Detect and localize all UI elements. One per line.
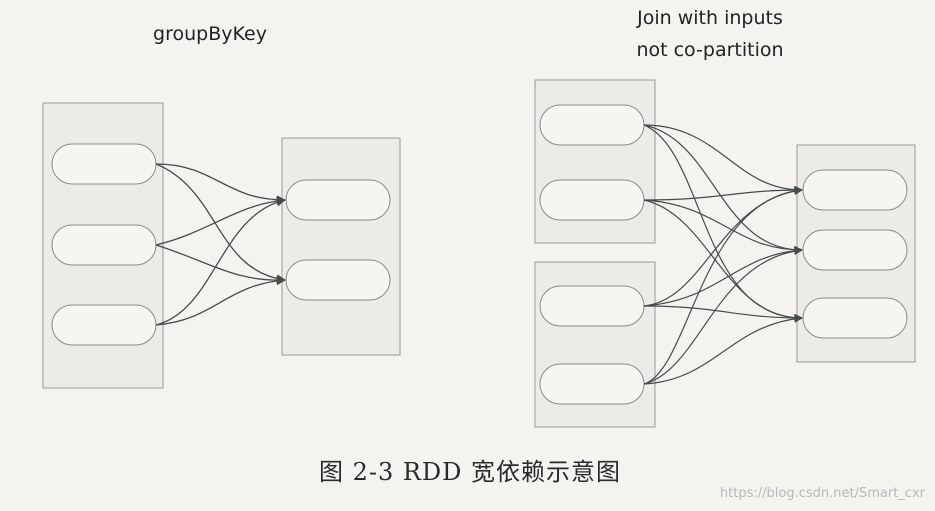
- figure-caption: 图 2-3 RDD 宽依赖示意图: [318, 458, 622, 486]
- join-parent-partition: [539, 363, 645, 405]
- join-diagram: [534, 79, 916, 428]
- groupbykey-edge: [155, 163, 286, 284]
- groupbykey-child-rdd: [281, 137, 401, 356]
- join-parent-partition: [539, 285, 645, 327]
- join-edge: [643, 246, 803, 385]
- join-edge: [643, 186, 803, 385]
- groupbykey-edge: [155, 276, 286, 326]
- watermark: https://blog.csdn.net/Smart_cxr: [719, 486, 925, 501]
- join-label-line2: not co-partition: [636, 39, 784, 61]
- groupbykey-parent-partition: [51, 304, 157, 346]
- join-edge: [643, 305, 803, 323]
- join-edge: [643, 314, 803, 385]
- groupbykey-diagram: [42, 102, 401, 389]
- join-child-partition: [802, 229, 908, 271]
- join-edge: [643, 124, 803, 195]
- groupbykey-parent-partition: [51, 143, 157, 185]
- groupbykey-child-partition: [285, 179, 391, 221]
- groupbykey-edge: [155, 197, 286, 326]
- groupbykey-edge: [155, 163, 286, 205]
- join-parent-partition: [539, 179, 645, 221]
- join-edge: [643, 246, 803, 307]
- join-child-partition: [802, 297, 908, 339]
- join-parent-partition: [539, 104, 645, 146]
- join-edge: [643, 124, 803, 255]
- groupbykey-child-partition: [285, 259, 391, 301]
- join-edge: [643, 199, 803, 323]
- groupbykey-edge: [155, 196, 286, 246]
- groupbykey-label: groupByKey: [153, 23, 267, 45]
- groupbykey-edge: [155, 244, 286, 285]
- join-label-line1: Join with inputs: [637, 7, 783, 29]
- join-edge: [643, 199, 803, 255]
- join-edge: [643, 124, 803, 323]
- join-child-partition: [802, 169, 908, 211]
- groupbykey-parent-partition: [51, 224, 157, 266]
- join-edge: [643, 185, 803, 201]
